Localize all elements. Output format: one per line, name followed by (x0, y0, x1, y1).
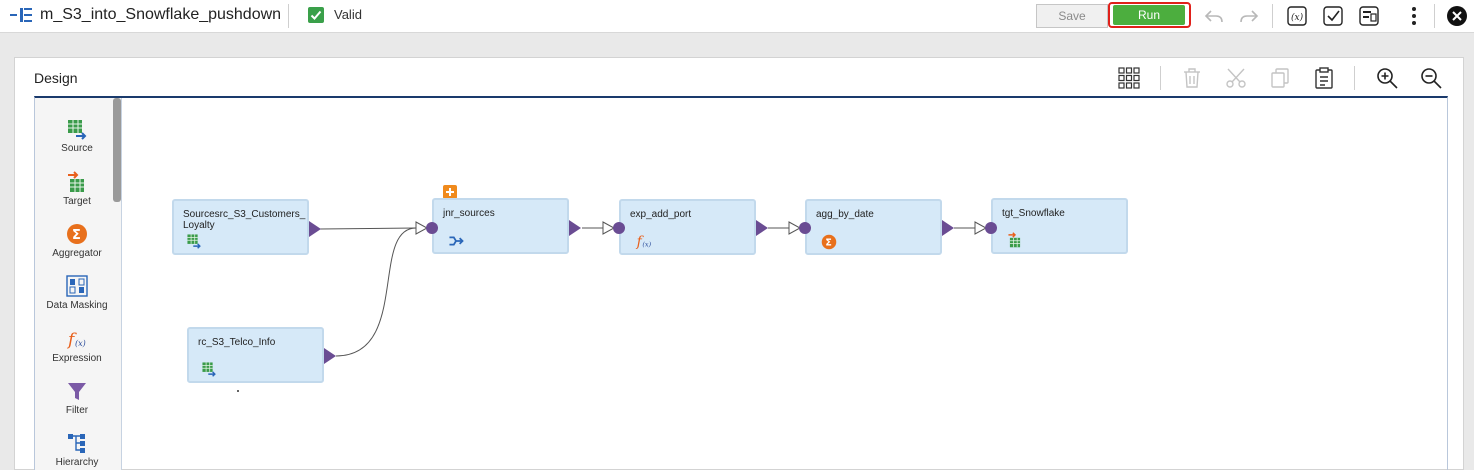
data-masking-icon (66, 275, 88, 297)
palette-item-aggregator[interactable]: Σ Aggregator (35, 223, 119, 259)
node-label: agg_by_date (816, 209, 874, 220)
palette-item-data-masking[interactable]: Data Masking (35, 275, 119, 311)
svg-text:f: f (66, 330, 77, 350)
divider (1160, 66, 1161, 90)
svg-text:(x): (x) (75, 339, 86, 348)
svg-text:Σ: Σ (72, 228, 81, 243)
target-icon (68, 171, 84, 192)
node-label: Sourcesrc_S3_Customers_ Loyalty (183, 209, 306, 231)
svg-text:f: f (636, 234, 645, 250)
copy-icon[interactable] (1268, 66, 1292, 90)
expression-icon: f (x) (66, 330, 86, 350)
divider (1354, 66, 1355, 90)
zoom-in-icon[interactable] (1375, 66, 1399, 90)
mapping-canvas[interactable] (34, 96, 1448, 470)
palette-label: Source (61, 143, 93, 154)
node-source-telco-info[interactable]: rc_S3_Telco_Info (187, 327, 324, 383)
palette-item-hierarchy[interactable]: Hierarchy (35, 432, 119, 468)
validation-status: Valid (334, 7, 362, 22)
close-icon[interactable] (1446, 5, 1468, 27)
more-options-icon[interactable] (1403, 5, 1425, 27)
joiner-icon (449, 236, 464, 246)
palette-label: Data Masking (46, 300, 108, 311)
run-button-highlight (1108, 2, 1191, 28)
palette-item-source[interactable]: Source (35, 118, 119, 154)
input-port[interactable] (799, 222, 811, 234)
palette-scrollbar[interactable] (113, 98, 121, 202)
undo-icon[interactable] (1203, 5, 1225, 27)
divider (1272, 4, 1273, 28)
mapping-title: m_S3_into_Snowflake_pushdown (40, 6, 282, 23)
palette-item-target[interactable]: Target (35, 171, 119, 207)
svg-text:(x): (x) (1291, 12, 1304, 23)
node-joiner-sources[interactable]: jnr_sources (432, 198, 569, 254)
paste-icon[interactable] (1312, 66, 1336, 90)
source-icon (202, 362, 216, 377)
node-expression-add-port[interactable]: exp_add_port f (x) (619, 199, 756, 255)
top-bar: m_S3_into_Snowflake_pushdown Valid Save … (0, 0, 1474, 33)
save-button[interactable]: Save (1036, 4, 1108, 28)
input-port[interactable] (985, 222, 997, 234)
output-port[interactable] (309, 221, 321, 237)
node-label: tgt_Snowflake (1002, 208, 1065, 219)
redo-icon[interactable] (1238, 5, 1260, 27)
output-port[interactable] (756, 220, 768, 236)
input-port[interactable] (426, 222, 438, 234)
node-label: jnr_sources (443, 208, 495, 219)
input-port[interactable] (613, 222, 625, 234)
palette-label: Aggregator (52, 248, 102, 259)
palette-label: Filter (65, 405, 89, 416)
node-source-customers-loyalty[interactable]: Sourcesrc_S3_Customers_ Loyalty (172, 199, 309, 255)
source-icon (187, 234, 201, 249)
add-input-group-icon[interactable] (443, 185, 457, 199)
expression-editor-icon[interactable]: (x) (1286, 5, 1308, 27)
cut-icon[interactable] (1224, 66, 1248, 90)
palette-label: Target (63, 196, 91, 207)
divider (1434, 4, 1435, 28)
aggregator-icon: Σ (67, 224, 87, 244)
palette-label: Expression (52, 353, 102, 364)
node-aggregator-by-date[interactable]: agg_by_date Σ (805, 199, 942, 255)
design-title: Design (34, 70, 78, 86)
delete-icon[interactable] (1180, 66, 1204, 90)
hierarchy-icon (68, 434, 85, 453)
target-icon (1008, 232, 1021, 248)
output-port[interactable] (324, 348, 336, 364)
svg-text:(x): (x) (642, 241, 651, 249)
aggregator-icon: Σ (821, 234, 837, 250)
mapping-icon (10, 8, 32, 22)
node-target-snowflake[interactable]: tgt_Snowflake (991, 198, 1128, 254)
palette-label: Hierarchy (55, 457, 99, 468)
node-label: exp_add_port (630, 209, 692, 220)
divider (288, 4, 289, 28)
output-port[interactable] (569, 220, 581, 236)
zoom-out-icon[interactable] (1419, 66, 1443, 90)
parameters-icon[interactable] (1358, 5, 1380, 27)
svg-text:Σ: Σ (825, 238, 831, 249)
output-port[interactable] (942, 220, 954, 236)
filter-icon (68, 383, 86, 400)
source-icon (68, 120, 87, 140)
palette-item-filter[interactable]: Filter (35, 380, 119, 416)
run-button[interactable]: Run (1113, 5, 1185, 25)
design-panel (14, 57, 1464, 470)
node-label: rc_S3_Telco_Info (198, 337, 276, 348)
validate-icon[interactable] (1322, 5, 1344, 27)
valid-check-icon (308, 7, 324, 23)
expression-icon: f (x) (636, 234, 652, 250)
palette-item-expression[interactable]: f (x) Expression (35, 328, 119, 364)
arrange-grid-icon[interactable] (1117, 66, 1141, 90)
